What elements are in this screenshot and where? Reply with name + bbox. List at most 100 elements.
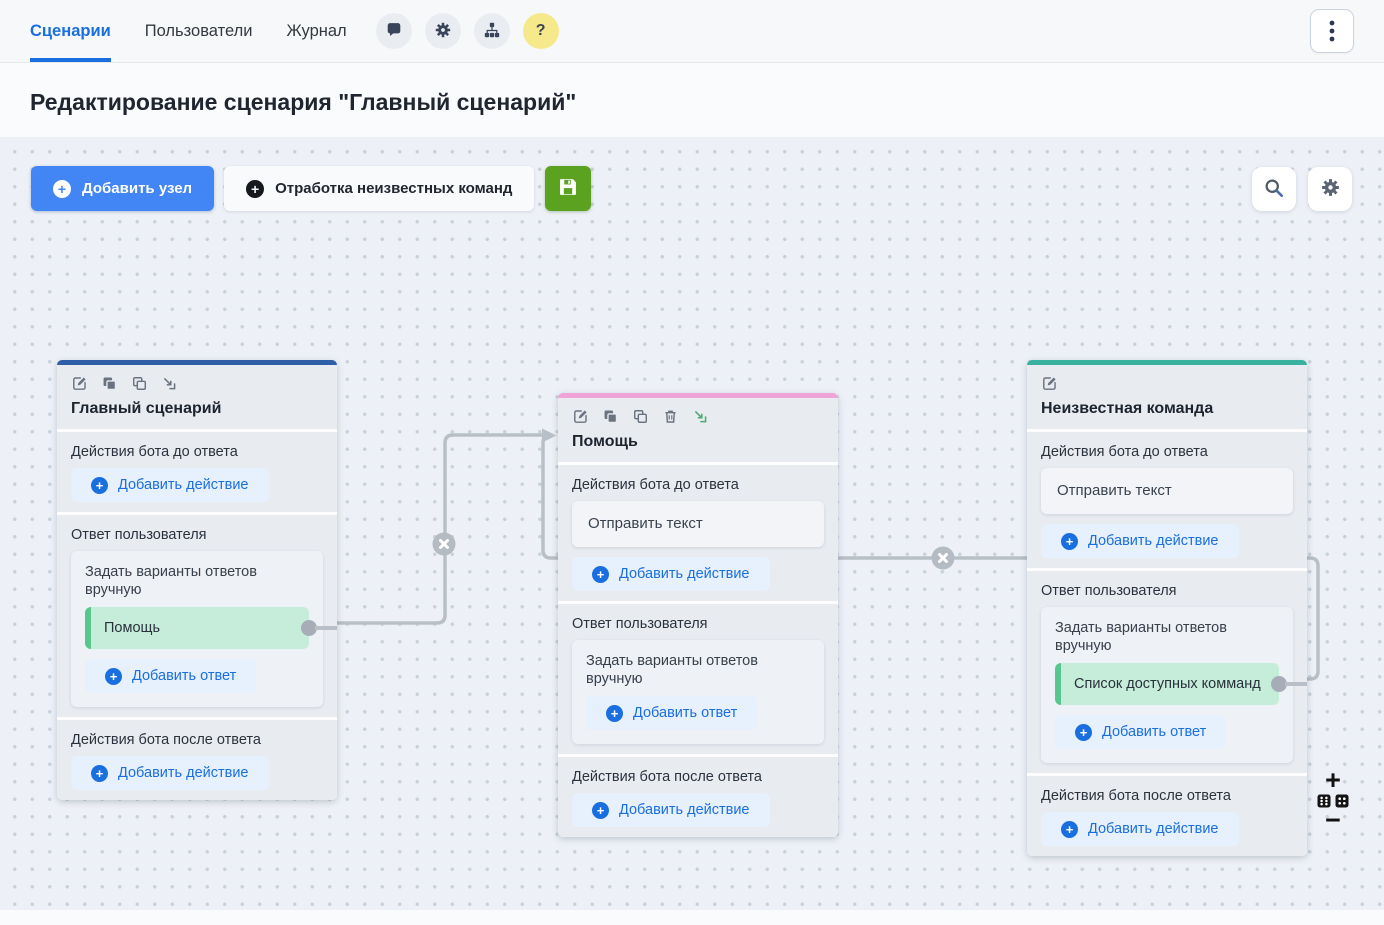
section-label-before: Действия бота до ответа	[1041, 442, 1293, 462]
canvas-toolbar: + Добавить узел + Отработка неизвестных …	[31, 166, 591, 211]
scenario-canvas[interactable]: + Добавить узел + Отработка неизвестных …	[0, 137, 1384, 910]
answer-panel: Задать варианты ответов вручную Помощь +…	[71, 551, 323, 707]
answer-mode-label: Задать варианты ответов вручную	[85, 563, 309, 599]
save-floppy-icon	[557, 176, 579, 201]
resize-icon[interactable]	[161, 375, 178, 392]
add-answer-label: Добавить ответ	[633, 705, 737, 721]
chip-accent-bar	[1055, 663, 1061, 705]
settings-button[interactable]	[425, 13, 461, 49]
search-button[interactable]	[1252, 167, 1296, 211]
top-navigation: Сценарии Пользователи Журнал	[0, 0, 1384, 63]
duplicate-icon[interactable]	[101, 375, 118, 392]
canvas-settings-button[interactable]	[1308, 167, 1352, 211]
zoom-controls: + −	[1310, 769, 1356, 831]
title-bar: Редактирование сценария "Главный сценари…	[0, 63, 1384, 137]
save-button[interactable]	[545, 166, 591, 211]
answer-mode-label: Задать варианты ответов вручную	[586, 652, 810, 688]
section-label-after: Действия бота после ответа	[71, 730, 323, 750]
tab-users[interactable]: Пользователи	[145, 0, 253, 62]
answer-chip-command-list[interactable]: Список доступных комманд	[1055, 663, 1279, 705]
resize-icon[interactable]	[692, 408, 709, 425]
add-node-button[interactable]: + Добавить узел	[31, 166, 214, 211]
section-label-before: Действия бота до ответа	[572, 475, 824, 495]
kebab-icon	[1329, 20, 1335, 42]
add-action-label: Добавить действие	[118, 765, 249, 781]
section-label-before: Действия бота до ответа	[71, 442, 323, 462]
plus-circle-icon: +	[91, 477, 108, 494]
node-title: Главный сценарий	[71, 399, 323, 419]
question-mark-icon: ?	[536, 22, 546, 40]
add-node-label: Добавить узел	[82, 180, 192, 197]
plus-circle-icon: +	[1075, 724, 1092, 741]
node-card-help[interactable]: Помощь Действия бота до ответа Отправить…	[558, 393, 838, 837]
section-label-after: Действия бота после ответа	[1041, 786, 1293, 806]
add-action-button[interactable]: + Добавить действие	[572, 557, 770, 591]
tab-journal[interactable]: Журнал	[286, 0, 346, 62]
node-card-main-scenario[interactable]: Главный сценарий Действия бота до ответа…	[57, 360, 337, 800]
more-menu-button[interactable]	[1310, 9, 1354, 53]
plus-circle-icon: +	[91, 765, 108, 782]
chat-button[interactable]	[376, 13, 412, 49]
plus-circle-icon: +	[246, 180, 264, 198]
copy-icon[interactable]	[131, 375, 148, 392]
help-button[interactable]: ?	[523, 13, 559, 49]
chat-bubble-icon	[385, 21, 403, 42]
node-title: Неизвестная команда	[1041, 399, 1293, 419]
connector-dot[interactable]	[1271, 676, 1287, 692]
add-answer-button[interactable]: + Добавить ответ	[586, 696, 757, 730]
add-action-label: Добавить действие	[118, 477, 249, 493]
gear-icon	[1320, 177, 1341, 201]
zoom-in-button[interactable]: +	[1325, 769, 1341, 791]
tab-scenarios[interactable]: Сценарии	[30, 0, 111, 62]
section-label-after: Действия бота после ответа	[572, 767, 824, 787]
connection-help	[311, 435, 542, 623]
section-label-answer: Ответ пользователя	[572, 614, 824, 634]
structure-button[interactable]	[474, 13, 510, 49]
plus-circle-icon: +	[105, 668, 122, 685]
answer-chip-label: Помощь	[104, 620, 160, 636]
section-label-answer: Ответ пользователя	[71, 525, 323, 545]
zoom-out-button[interactable]: −	[1325, 809, 1341, 831]
edit-icon[interactable]	[1041, 375, 1058, 392]
copy-icon[interactable]	[632, 408, 649, 425]
delete-icon[interactable]	[662, 408, 679, 425]
nav-tabs: Сценарии Пользователи Журнал	[30, 0, 347, 62]
add-answer-button[interactable]: + Добавить ответ	[85, 659, 256, 693]
sitemap-icon	[483, 21, 501, 42]
add-answer-label: Добавить ответ	[1102, 724, 1206, 740]
edit-icon[interactable]	[572, 408, 589, 425]
add-action-button[interactable]: + Добавить действие	[71, 756, 269, 790]
plus-circle-icon: +	[1061, 821, 1078, 838]
answer-chip-help[interactable]: Помощь	[85, 607, 309, 649]
chip-accent-bar	[85, 607, 91, 649]
add-answer-button[interactable]: + Добавить ответ	[1055, 715, 1226, 749]
add-action-button[interactable]: + Добавить действие	[71, 468, 269, 502]
add-action-label: Добавить действие	[619, 566, 750, 582]
plus-circle-icon: +	[592, 566, 609, 583]
answer-mode-label: Задать варианты ответов вручную	[1055, 619, 1279, 655]
plus-circle-icon: +	[592, 802, 609, 819]
node-card-unknown-command[interactable]: Неизвестная команда Действия бота до отв…	[1027, 360, 1307, 856]
plus-circle-icon: +	[606, 705, 623, 722]
action-card-send-text[interactable]: Отправить текст	[572, 501, 824, 547]
edit-icon[interactable]	[71, 375, 88, 392]
add-action-button[interactable]: + Добавить действие	[1041, 812, 1239, 846]
answer-chip-label: Список доступных комманд	[1074, 676, 1261, 692]
plus-circle-icon: +	[1061, 533, 1078, 550]
action-card-send-text[interactable]: Отправить текст	[1041, 468, 1293, 514]
duplicate-icon[interactable]	[602, 408, 619, 425]
answer-panel: Задать варианты ответов вручную + Добави…	[572, 640, 824, 744]
connector-dot[interactable]	[301, 620, 317, 636]
add-action-label: Добавить действие	[1088, 821, 1219, 837]
gear-icon	[434, 21, 452, 42]
page-title: Редактирование сценария "Главный сценари…	[30, 89, 1354, 116]
search-icon	[1263, 177, 1285, 202]
answer-panel: Задать варианты ответов вручную Список д…	[1041, 607, 1293, 763]
unknown-commands-button[interactable]: + Отработка неизвестных команд	[224, 166, 534, 211]
add-action-label: Добавить действие	[619, 802, 750, 818]
add-answer-label: Добавить ответ	[132, 668, 236, 684]
node-title: Помощь	[572, 432, 824, 452]
add-action-label: Добавить действие	[1088, 533, 1219, 549]
add-action-button[interactable]: + Добавить действие	[1041, 524, 1239, 558]
add-action-button[interactable]: + Добавить действие	[572, 793, 770, 827]
